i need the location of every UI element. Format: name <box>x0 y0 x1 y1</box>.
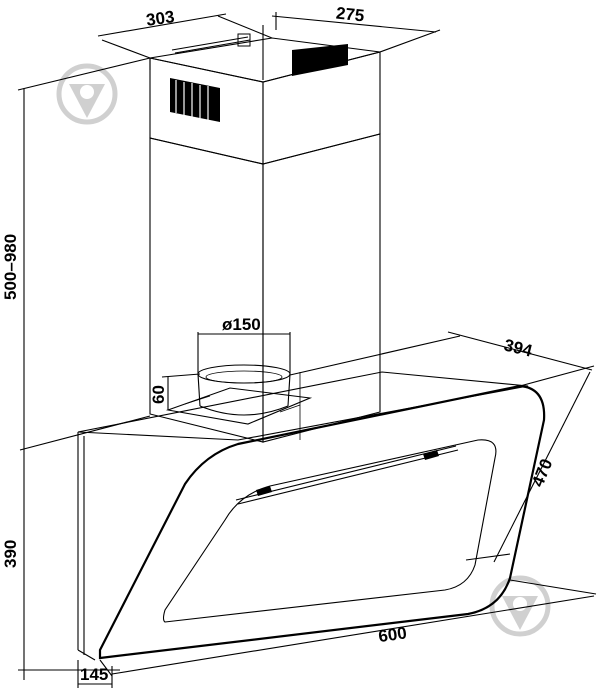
dim-body-height: 390 <box>1 540 20 568</box>
dim-chimney-width: 303 <box>145 7 176 30</box>
hood-body <box>77 371 546 661</box>
watermark-pin-icon-top <box>56 63 118 125</box>
dim-chimney-height: 500–980 <box>1 234 20 300</box>
dim-base-depth: 145 <box>80 665 108 684</box>
dim-hood-depth: 394 <box>502 335 535 360</box>
dimension-lines <box>17 12 597 688</box>
watermark-pin-icon-bottom <box>489 575 551 637</box>
vent-grille-right <box>292 44 348 76</box>
dim-outlet-height: 60 <box>149 385 168 404</box>
dim-outlet-diameter: ø150 <box>222 315 261 334</box>
dim-glass-height: 470 <box>528 456 556 489</box>
vent-grille-left <box>170 78 220 122</box>
dim-chimney-depth: 275 <box>335 4 365 26</box>
dim-hood-width: 600 <box>377 623 408 646</box>
chimney <box>149 25 381 443</box>
